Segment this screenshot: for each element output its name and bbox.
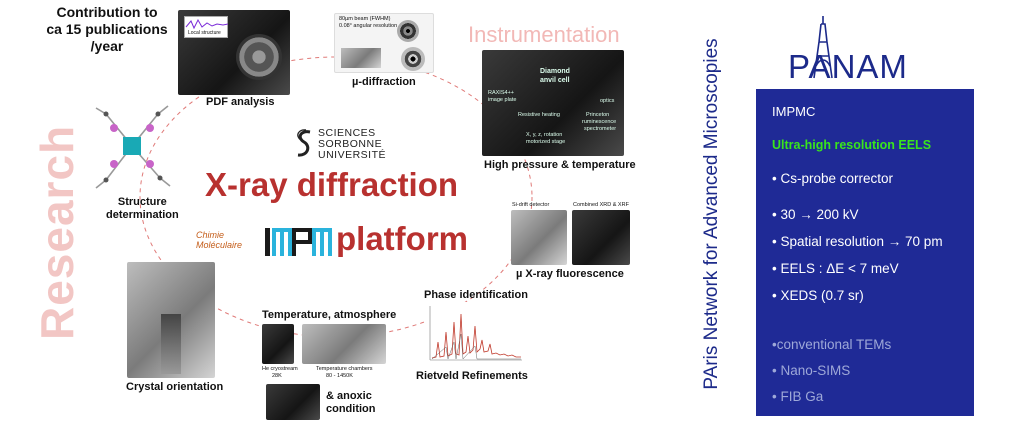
rietveld-label: Rietveld Refinements xyxy=(416,370,528,382)
instrumentation-title: Instrumentation xyxy=(468,22,620,47)
hp-note-diamond: Diamond xyxy=(540,68,570,75)
crystal-orientation-label: Crystal orientation xyxy=(126,381,224,393)
spec-spatial-resolution: • Spatial resolution → 70 pm xyxy=(772,234,943,249)
spec-xeds: • XEDS (0.7 sr) xyxy=(772,288,864,303)
contribution-line-3: /year xyxy=(90,38,124,54)
title-xray-diffraction: X-ray diffraction xyxy=(205,166,459,203)
contribution-line-1: Contribution to xyxy=(56,4,158,20)
hp-note-optics: optics xyxy=(600,98,615,104)
sample-stage xyxy=(341,48,381,68)
pdf-inset-label: Local structure xyxy=(188,30,221,36)
temp-note-chambers: Temperature chambers xyxy=(316,366,373,372)
spec-voltage: • 30 → 200 kV xyxy=(772,207,859,222)
diffractogram-plot xyxy=(426,302,524,364)
spec-conventional-tems: •conventional TEMs xyxy=(772,337,892,352)
anoxic-line-1: & anoxic xyxy=(326,390,372,402)
fluor-detector-photo xyxy=(511,210,567,265)
sorbonne-logo-icon xyxy=(297,129,311,157)
temp-note-range: 80 - 1450K xyxy=(326,373,353,379)
temperature-chamber-photo xyxy=(302,324,386,364)
molecule-icon xyxy=(95,105,171,189)
spec-eels: • EELS : ΔE < 7 meV xyxy=(772,261,899,276)
pdf-inset-graph: Local structure xyxy=(184,16,229,38)
chimie-line-1: Chimie xyxy=(196,230,225,240)
panam-info-box xyxy=(756,89,974,416)
high-pressure-label: High pressure & temperature xyxy=(484,159,636,171)
hp-note-xyz: X, y, z, rotation xyxy=(526,132,563,138)
structure-label: Structure determination xyxy=(106,196,179,222)
phase-identification-label: Phase identification xyxy=(424,289,528,301)
panam-headline: Ultra-high resolution EELS xyxy=(772,138,932,152)
fluor-note-combined: Combined XRD & XRF xyxy=(573,202,629,208)
hp-note-stage: motorized stage xyxy=(526,139,566,145)
crystal-orientation-photo xyxy=(127,262,215,378)
panam-org: IMPMC xyxy=(772,104,816,119)
sorbonne-line-2: SORBONNE xyxy=(318,138,383,150)
sorbonne-text: SCIENCES SORBONNE UNIVERSITÉ xyxy=(318,128,386,161)
pdf-analysis-photo: Local structure xyxy=(178,10,290,95)
temperature-label: Temperature, atmosphere xyxy=(262,309,397,321)
mudiff-photo: 80µm beam (FWHM) 0.08° angular resolutio… xyxy=(334,13,434,73)
hp-note-spectrometer: spectrometer xyxy=(584,126,617,132)
diffraction-pattern-2 xyxy=(401,47,425,71)
panam-vertical-title: PAris Network for Advanced Microscopies xyxy=(701,38,722,390)
hp-note-anvil: anvil cell xyxy=(540,77,570,84)
hp-note-princeton: Princeton xyxy=(586,112,610,118)
hp-note-ruminescence: ruminescence xyxy=(582,119,617,125)
contribution-line-2: ca 15 publications xyxy=(46,21,168,37)
research-vertical-title: Research xyxy=(31,124,83,340)
panam-vertical-wrap: PAris Network for Advanced Microscopies xyxy=(697,4,727,424)
high-pressure-photo: RAXIS4++ image plate Diamond anvil cell … xyxy=(482,50,624,156)
anoxic-line-2: condition xyxy=(326,403,376,415)
anoxic-label: & anoxic condition xyxy=(326,390,376,416)
sorbonne-line-3: UNIVERSITÉ xyxy=(318,149,387,161)
structure-label-1: Structure xyxy=(117,196,167,208)
structure-label-2: determination xyxy=(106,209,179,221)
spec-cs-probe: • Cs-probe corrector xyxy=(772,171,894,186)
cryostream-photo xyxy=(262,324,294,364)
pdf-analysis-label: PDF analysis xyxy=(206,96,275,108)
goniometer xyxy=(161,314,181,374)
pdf-instrument-wheel xyxy=(236,34,282,80)
temp-note-28k: 28K xyxy=(272,373,282,379)
diffraction-pattern-1 xyxy=(397,20,419,42)
chimie-line-2: Moléculaire xyxy=(196,240,243,250)
hp-note-plate: image plate xyxy=(488,97,517,103)
mudiff-label: µ-diffraction xyxy=(352,76,416,88)
impmc-logo-icon xyxy=(265,228,332,256)
panam-title: PANAM xyxy=(788,48,908,85)
fluor-setup-photo xyxy=(572,210,630,265)
contribution-note: Contribution to ca 15 publications /year xyxy=(42,4,172,55)
spec-nano-sims: • Nano-SIMS xyxy=(772,363,851,378)
spec-fib-ga: • FIB Ga xyxy=(772,389,824,404)
title-platform: platform xyxy=(336,220,468,257)
mudiff-caption-2: 0.08° angular resolution xyxy=(339,23,398,29)
anoxic-photo xyxy=(266,384,320,420)
mudiff-caption-1: 80µm beam (FWHM) xyxy=(339,16,391,22)
temp-note-he: He cryostream xyxy=(262,366,298,372)
sorbonne-line-1: SCIENCES xyxy=(318,127,376,139)
hp-note-raxis: RAXIS4++ xyxy=(488,90,514,96)
fluor-note-detector: Si-drift detector xyxy=(512,202,550,208)
chimie-moleculaire-logo: Chimie Moléculaire xyxy=(196,230,242,250)
eiffel-tower-icon xyxy=(813,16,833,79)
fluorescence-label: µ X-ray fluorescence xyxy=(516,268,624,280)
hp-note-heating: Resistive heating xyxy=(518,112,560,118)
